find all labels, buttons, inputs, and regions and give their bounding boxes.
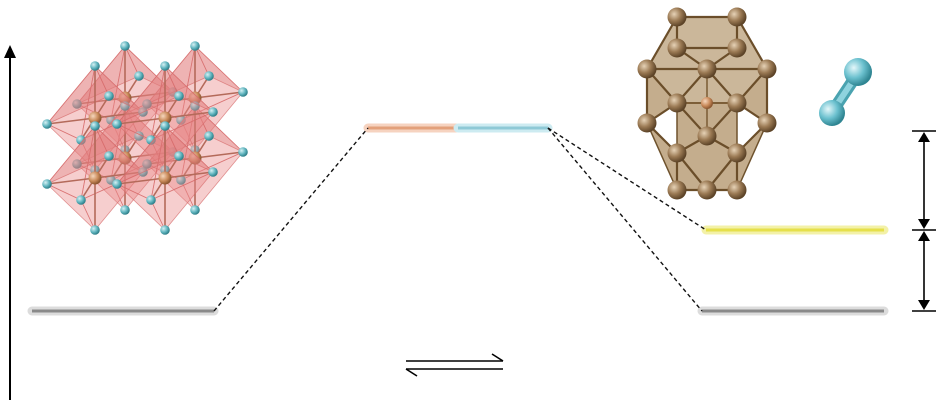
anion-atom: [42, 119, 52, 129]
cluster-atom: [727, 180, 747, 200]
octahedron: [72, 101, 178, 215]
cluster-atom: [727, 7, 747, 27]
anion-atom: [238, 147, 248, 157]
anion-atom: [146, 135, 156, 145]
anion-atom: [104, 151, 114, 161]
cluster-atom: [667, 143, 687, 163]
connector-right-lower: [547, 127, 703, 312]
anion-atom: [134, 71, 144, 81]
gap-arrow-upper: [918, 132, 930, 229]
anion-atom: [160, 225, 170, 235]
anion-atom: [112, 119, 122, 129]
metal-atom: [88, 111, 102, 125]
cluster-atom: [757, 59, 777, 79]
anion-atom: [174, 151, 184, 161]
anion-atom: [142, 99, 152, 109]
cluster-atom: [667, 38, 687, 58]
anion-atom: [190, 41, 200, 51]
anion-atom: [90, 121, 100, 131]
octahedron: [42, 61, 148, 175]
cluster-atom: [637, 113, 657, 133]
anion-atom: [120, 41, 130, 51]
cluster-atom: [727, 93, 747, 113]
octahedron: [142, 41, 248, 155]
anion-atom: [208, 107, 218, 117]
metal-atom: [88, 171, 102, 185]
cluster-atom: [697, 180, 717, 200]
cluster-atom: [637, 59, 657, 79]
energy-levels: [27, 123, 889, 316]
octahedron: [142, 101, 248, 215]
anion-atom: [120, 101, 130, 111]
anion-atom: [190, 101, 200, 111]
connector-left: [213, 127, 369, 312]
anion-atom: [190, 205, 200, 215]
anion-atom: [160, 61, 170, 71]
gap-arrow-lower: [918, 231, 930, 310]
anion-atom: [204, 71, 214, 81]
anion-atom: [176, 115, 186, 125]
cluster-atom: [757, 113, 777, 133]
anion-atom: [104, 91, 114, 101]
cluster-atom: [697, 59, 717, 79]
metal-atom: [118, 151, 132, 165]
connector-right-upper: [547, 127, 707, 231]
octahedron: [112, 121, 218, 235]
anion-atom: [146, 195, 156, 205]
anion-atom: [120, 205, 130, 215]
metal-atom: [188, 151, 202, 165]
arrow-up-icon: [4, 45, 16, 58]
cluster-atom: [667, 93, 687, 113]
anion-atom: [72, 159, 82, 169]
metal-atom: [118, 91, 132, 105]
metal-atom: [158, 111, 172, 125]
equilibrium-arrows-icon: [405, 353, 504, 377]
dashed-connectors: [213, 127, 707, 312]
cluster-atom: [727, 38, 747, 58]
cluster-center-atom: [701, 97, 713, 109]
anion-atom: [208, 167, 218, 177]
energy-axis: [4, 45, 16, 400]
anion-atom: [42, 179, 52, 189]
anion-atom: [72, 99, 82, 109]
cluster-atom: [667, 7, 687, 27]
anion-atom: [238, 87, 248, 97]
metal-atom: [188, 91, 202, 105]
anion-atom: [174, 91, 184, 101]
anion-atom: [90, 225, 100, 235]
anion-atom: [160, 121, 170, 131]
anion-atom: [76, 135, 86, 145]
diatomic-molecule-icon: [819, 58, 872, 126]
anion-atom: [90, 61, 100, 71]
energy-gap-markers: [912, 130, 936, 312]
anion-atom: [176, 175, 186, 185]
anion-atom: [142, 159, 152, 169]
octahedral-framework-icon: [42, 41, 248, 235]
octahedron: [42, 121, 148, 235]
cluster-atom: [667, 180, 687, 200]
cluster-atom: [727, 143, 747, 163]
anion-atom: [76, 195, 86, 205]
metal-atom: [158, 171, 172, 185]
anion-atom: [204, 131, 214, 141]
anion-atom: [112, 179, 122, 189]
cluster-atom: [697, 126, 717, 146]
icosahedral-cluster-icon: [637, 7, 777, 200]
